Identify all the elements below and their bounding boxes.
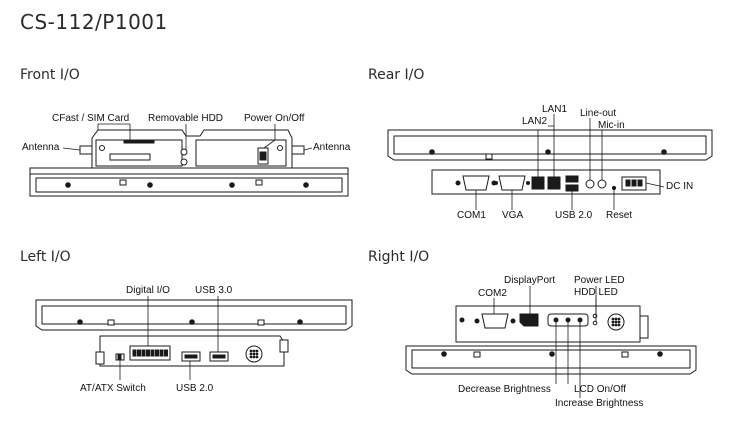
com2-port [481, 313, 509, 329]
label-reset: Reset [606, 210, 632, 221]
displayport-connector [519, 313, 539, 327]
com1-port [462, 175, 490, 191]
rear-io-heading: Rear I/O [368, 67, 425, 83]
label-lan1: LAN1 [542, 104, 567, 115]
usb20-port-a [565, 175, 579, 183]
label-mic-in: Mic-in [598, 120, 625, 131]
label-removable-hdd: Removable HDD [148, 113, 223, 124]
left-io-heading: Left I/O [20, 249, 71, 265]
label-dc-in: DC IN [666, 181, 693, 192]
label-usb30: USB 3.0 [195, 285, 233, 296]
line-out-jack [585, 179, 595, 189]
usb20-port-b [565, 184, 579, 192]
label-usb20-left: USB 2.0 [176, 383, 214, 394]
mic-in-jack [597, 179, 607, 189]
front-io-drawing [29, 123, 349, 197]
right-io-drawing [405, 286, 697, 398]
rear-io-drawing [387, 114, 713, 210]
label-power-led: Power LED [574, 275, 625, 286]
label-usb20-rear: USB 2.0 [555, 210, 593, 221]
label-hdd-led: HDD LED [574, 287, 618, 298]
hdd-led [592, 320, 598, 326]
reset-button [611, 185, 617, 191]
cfast-slot [123, 139, 155, 144]
label-com1: COM1 [457, 210, 486, 221]
label-digital-io: Digital I/O [126, 285, 170, 296]
label-decrease-brightness: Decrease Brightness [458, 384, 551, 395]
front-io-heading: Front I/O [20, 67, 80, 83]
label-power-onoff: Power On/Off [244, 113, 305, 124]
label-lan2: LAN2 [522, 116, 547, 127]
label-line-out: Line-out [580, 108, 616, 119]
label-com2: COM2 [478, 288, 507, 299]
vga-port [498, 175, 526, 191]
label-antenna-right: Antenna [313, 142, 351, 153]
label-displayport: DisplayPort [504, 275, 555, 286]
decrease-brightness-button [553, 317, 559, 323]
left-io-drawing [35, 296, 353, 380]
label-lcd-onoff: LCD On/Off [574, 384, 626, 395]
right-io-heading: Right I/O [368, 249, 430, 265]
label-increase-brightness: Increase Brightness [555, 398, 643, 409]
page-title: CS-112/P1001 [20, 10, 168, 34]
lan1-port [547, 176, 561, 190]
lcd-onoff-button [565, 317, 571, 323]
label-antenna-left: Antenna [22, 142, 60, 153]
label-vga: VGA [502, 210, 523, 221]
label-at-atx-switch: AT/ATX Switch [80, 383, 146, 394]
lan2-port [531, 176, 545, 190]
increase-brightness-button [577, 317, 583, 323]
label-cfast-sim: CFast / SIM Card [52, 113, 129, 124]
